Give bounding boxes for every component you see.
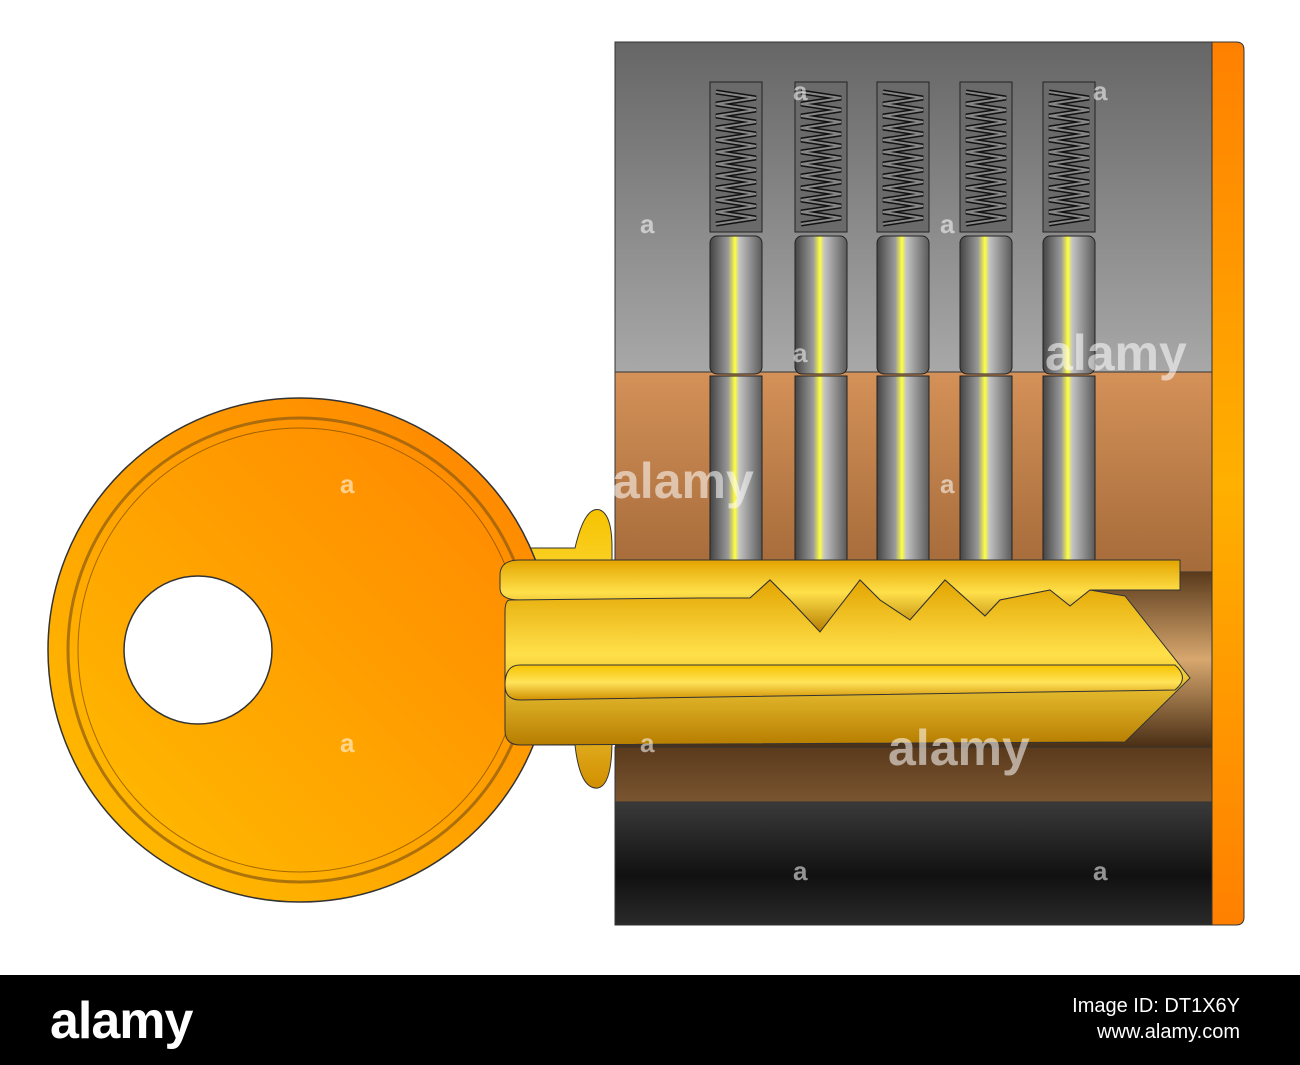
key <box>47 397 1191 903</box>
pin-stack <box>1042 81 1096 599</box>
site-url-text: www.alamy.com <box>1097 1021 1240 1043</box>
key-blade-body <box>504 579 1191 746</box>
footer-logo: alamy <box>50 992 193 1050</box>
driver-pin <box>709 235 763 375</box>
watermark-small: a <box>1093 856 1108 886</box>
pin-tumbler-lock-diagram: a a a a a a a a a a a alamy alamy alamy <box>47 41 1245 926</box>
face-plate <box>1211 41 1245 926</box>
footer-image-id: Image ID: DT1X6Y www.alamy.com <box>1072 993 1240 1045</box>
watermark-small: a <box>340 728 355 758</box>
watermark-small: a <box>940 469 955 499</box>
housing-bottom <box>614 801 1221 926</box>
watermark-small: a <box>340 469 355 499</box>
pin-stack <box>959 81 1013 613</box>
watermark-layer: a a a a a a a a a a a alamy alamy alamy <box>340 76 1187 886</box>
watermark-small: a <box>640 209 655 239</box>
driver-pin <box>959 235 1013 375</box>
pin-stack <box>876 81 930 621</box>
watermark-small: a <box>1093 76 1108 106</box>
driver-pin <box>794 235 848 375</box>
watermark-small: a <box>793 338 808 368</box>
image-id-text: Image ID: DT1X6Y <box>1072 995 1240 1017</box>
watermark-small: a <box>793 856 808 886</box>
driver-pin <box>1042 235 1096 375</box>
watermark-small: a <box>940 209 955 239</box>
pin-stack <box>709 81 763 599</box>
spring-highlight <box>1048 91 1090 225</box>
key-groove <box>504 664 1183 701</box>
spring-highlight <box>882 91 924 225</box>
footer-bar: alamy Image ID: DT1X6Y www.alamy.com <box>0 975 1300 1065</box>
housing-lower-plug <box>614 746 1221 803</box>
key-hole <box>123 575 273 725</box>
spring-highlight <box>715 91 757 225</box>
watermark-small: a <box>793 76 808 106</box>
watermark-large: alamy <box>612 453 754 509</box>
spring-highlight <box>800 91 842 225</box>
driver-pin <box>876 235 930 375</box>
watermark-small: a <box>640 728 655 758</box>
watermark-large: alamy <box>1045 325 1187 381</box>
watermark-large: alamy <box>888 720 1030 776</box>
spring-highlight <box>965 91 1007 225</box>
